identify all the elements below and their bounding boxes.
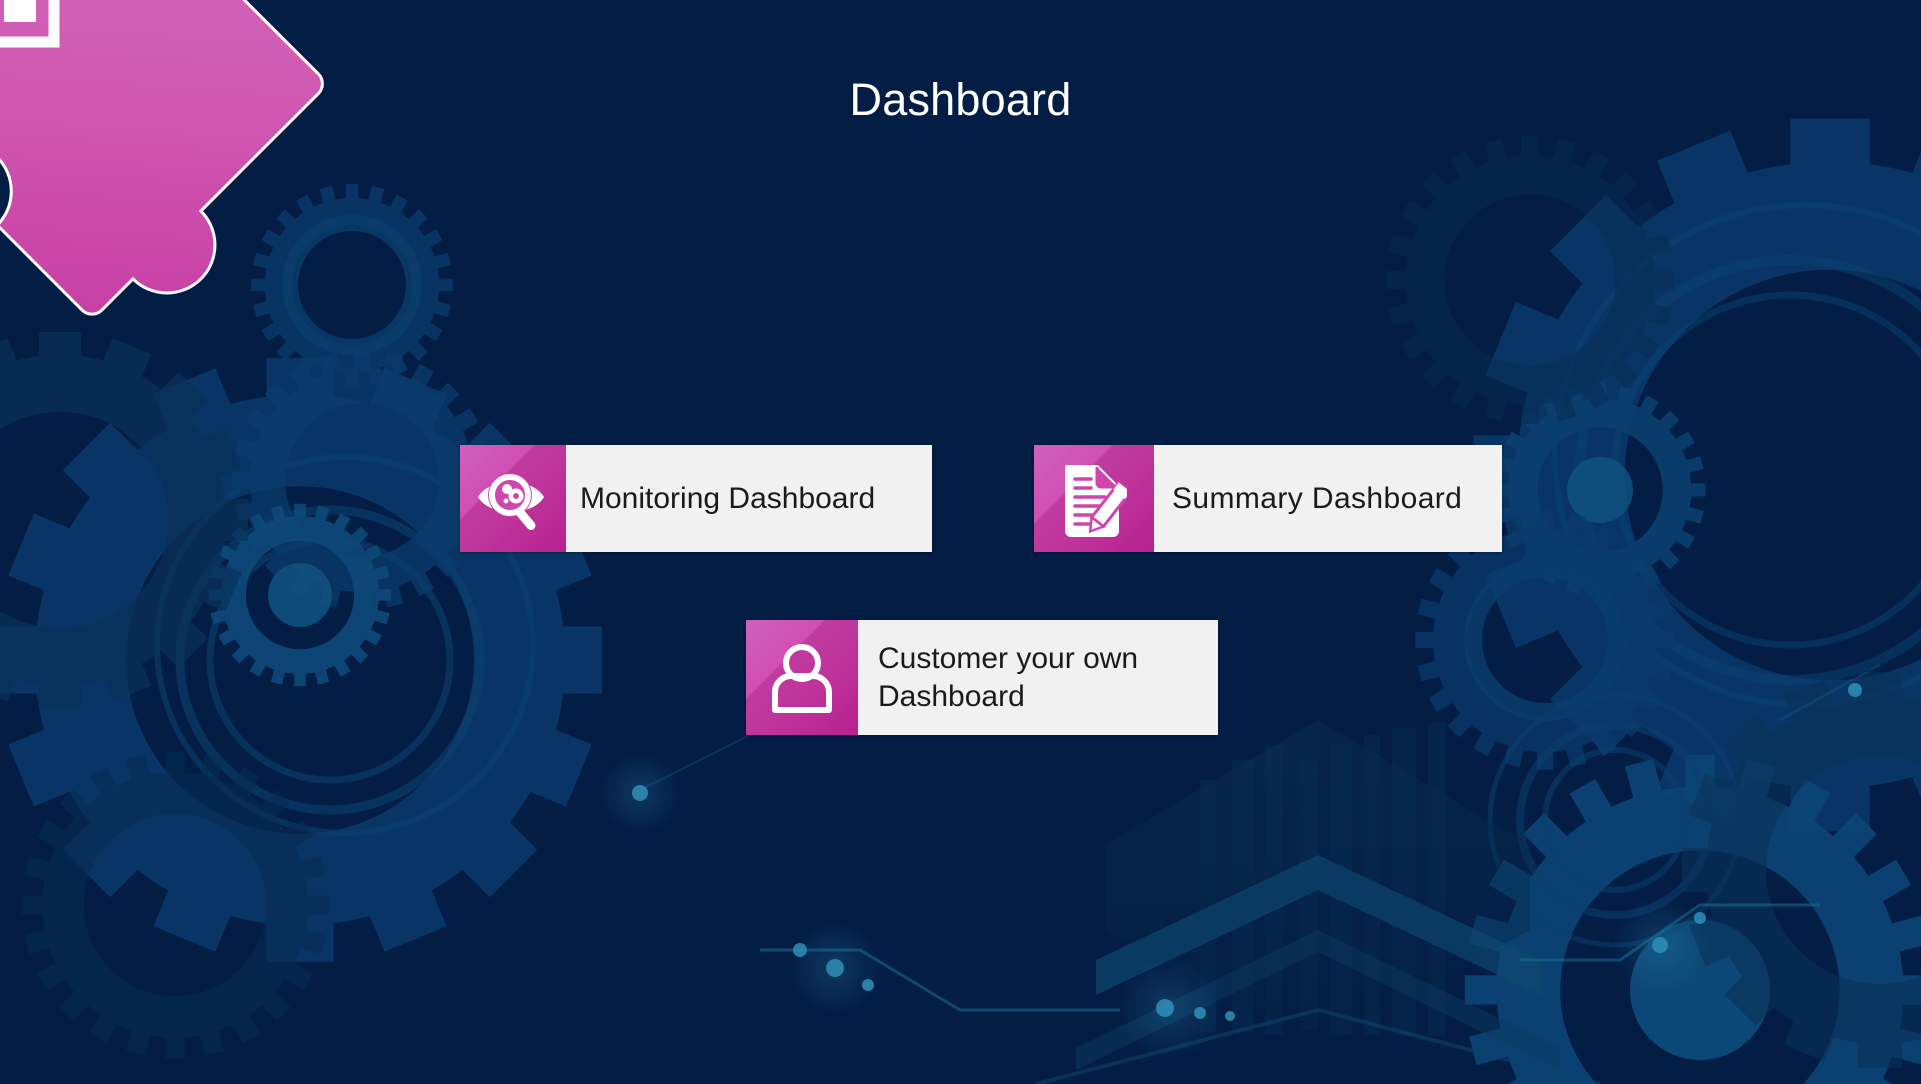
page-title: Dashboard — [0, 75, 1921, 125]
card-monitoring-dashboard[interactable]: Monitoring Dashboard — [460, 445, 932, 552]
card-custom-label: Customer your own Dashboard — [858, 620, 1218, 735]
card-custom-dashboard[interactable]: Customer your own Dashboard — [746, 620, 1218, 735]
dashboard-chart-badge — [0, 0, 332, 328]
card-summary-label-text: Summary Dashboard — [1172, 481, 1463, 515]
circuit-glows — [598, 751, 1710, 1062]
isometric-cube — [1035, 720, 1601, 1084]
document-pencil-icon — [1034, 445, 1154, 552]
puzzle-piece-shape — [0, 0, 324, 316]
bar-chart-growth-icon — [0, 0, 60, 48]
card-summary-label: Summary Dashboard — [1154, 445, 1502, 552]
gear-cluster-right — [1386, 119, 1921, 1084]
card-custom-label-line1: Customer your own — [878, 641, 1139, 675]
page-title-text: Dashboard — [849, 74, 1072, 125]
card-monitoring-label-text: Monitoring Dashboard — [580, 481, 876, 515]
card-monitoring-label: Monitoring Dashboard — [566, 445, 932, 552]
card-custom-label-line2: Dashboard — [878, 679, 1025, 713]
card-summary-dashboard[interactable]: Summary Dashboard — [1034, 445, 1502, 552]
person-user-icon — [746, 620, 858, 735]
eye-magnifier-icon — [460, 445, 566, 552]
